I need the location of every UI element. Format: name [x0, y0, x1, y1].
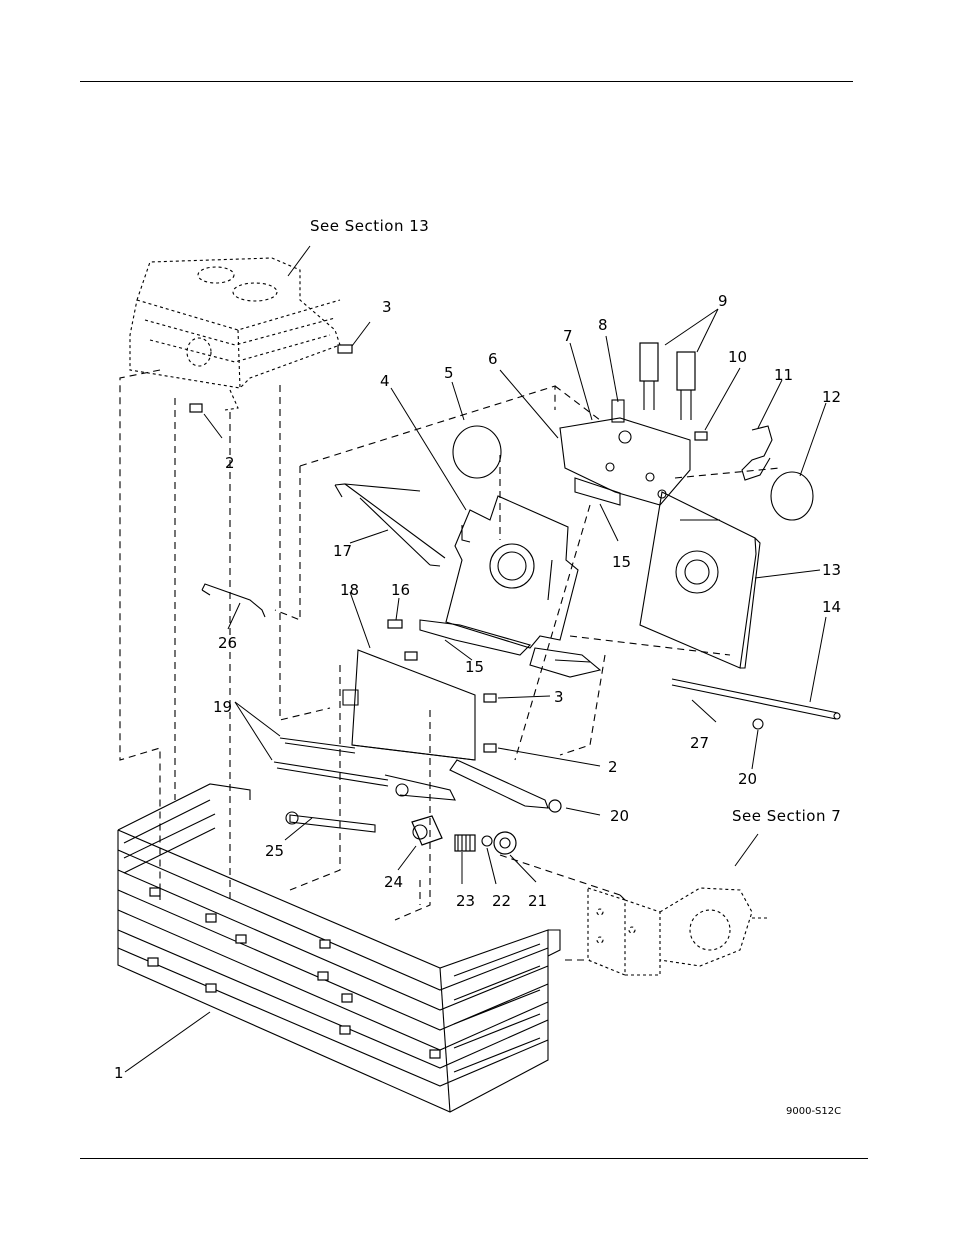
mounting-bracket-6 — [560, 400, 690, 505]
bracket-26 — [202, 584, 265, 617]
callout-6: 6 — [488, 350, 498, 368]
callout-9: 9 — [718, 292, 728, 310]
callout-26: 26 — [218, 634, 237, 652]
right-panel-13 — [640, 492, 760, 668]
disk-12 — [771, 472, 813, 520]
callout-24: 24 — [384, 873, 403, 891]
callout-7: 7 — [563, 327, 573, 345]
washer-22 — [482, 836, 492, 846]
callout-20: 20 — [610, 807, 629, 825]
grille-base-assembly — [118, 784, 560, 1112]
callout-16: 16 — [391, 581, 410, 599]
gear-21 — [494, 832, 516, 854]
pin-25 — [286, 812, 375, 832]
rod-pair-19 — [274, 738, 388, 786]
spring-23 — [455, 835, 475, 851]
callout-2: 2 — [608, 758, 618, 776]
callout-25: 25 — [265, 842, 284, 860]
disk-5 — [453, 426, 501, 478]
assembly-alignment-lines — [120, 370, 780, 960]
callout-4: 4 — [380, 372, 390, 390]
callout-13: 13 — [822, 561, 841, 579]
front-panel-18 — [343, 650, 475, 760]
callout-3: 3 — [554, 688, 564, 706]
reference-see-section-13: See Section 13 — [310, 217, 429, 235]
section-13-housing — [130, 258, 340, 410]
support-plate-4 — [446, 496, 578, 648]
callout-8: 8 — [598, 316, 608, 334]
callout-5: 5 — [444, 364, 454, 382]
callout-1: 1 — [114, 1064, 124, 1082]
callout-19: 19 — [213, 698, 232, 716]
reference-see-section-7: See Section 7 — [732, 807, 841, 825]
callout-10: 10 — [728, 348, 747, 366]
callout-27: 27 — [690, 734, 709, 752]
callout-2: 2 — [225, 454, 235, 472]
callout-15: 15 — [465, 658, 484, 676]
bracket-15 — [420, 620, 530, 655]
callout-11: 11 — [774, 366, 793, 384]
callout-20: 20 — [738, 770, 757, 788]
callout-22: 22 — [492, 892, 511, 910]
callout-12: 12 — [822, 388, 841, 406]
callout-21: 21 — [528, 892, 547, 910]
rod-14-27 — [672, 679, 840, 729]
solenoid-pair-9 — [640, 343, 695, 420]
callout-14: 14 — [822, 598, 841, 616]
nut-20 — [549, 800, 561, 812]
callout-15: 15 — [612, 553, 631, 571]
drawing-code: 9000-S12C — [786, 1106, 841, 1117]
hinge-arm-assembly — [385, 648, 600, 808]
section-7-bracket — [588, 888, 768, 975]
callout-3: 3 — [382, 298, 392, 316]
screw-16-3-2 — [190, 345, 707, 752]
bushing-24 — [412, 816, 442, 845]
callout-17: 17 — [333, 542, 352, 560]
callout-18: 18 — [340, 581, 359, 599]
callout-23: 23 — [456, 892, 475, 910]
clip-11 — [742, 426, 772, 480]
